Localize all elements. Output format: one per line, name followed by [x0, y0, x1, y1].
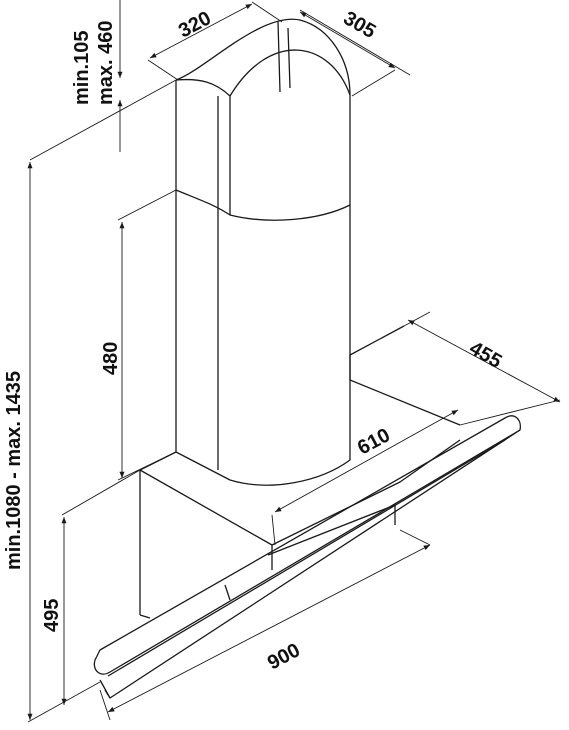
- dimension-lines: [27, 0, 561, 723]
- lower-chimney: [175, 189, 351, 486]
- label-chimney-depth: 305: [340, 7, 380, 43]
- hood-body: [93, 18, 521, 699]
- label-upper-min: min.105: [71, 31, 93, 105]
- label-base-width: 610: [354, 424, 394, 459]
- label-glass-depth: 455: [466, 337, 506, 373]
- glass-canopy: [93, 415, 521, 675]
- label-total-height: min.1080 - max. 1435: [3, 371, 25, 570]
- label-chimney-height: 480: [100, 342, 122, 375]
- label-upper-max: max. 460: [95, 20, 117, 105]
- glass-canopy-edge: [99, 429, 521, 699]
- label-base-height: 495: [41, 599, 63, 632]
- label-chimney-width: 320: [175, 7, 215, 42]
- label-hood-width: 900: [264, 639, 304, 674]
- base-box-bottom: [139, 504, 396, 619]
- dimension-labels: 320 305 min.105 max. 460 min.1080 - max.…: [3, 7, 505, 674]
- base-box: [139, 325, 461, 615]
- upper-chimney: [175, 21, 351, 215]
- glass-lower-rim: [107, 439, 506, 677]
